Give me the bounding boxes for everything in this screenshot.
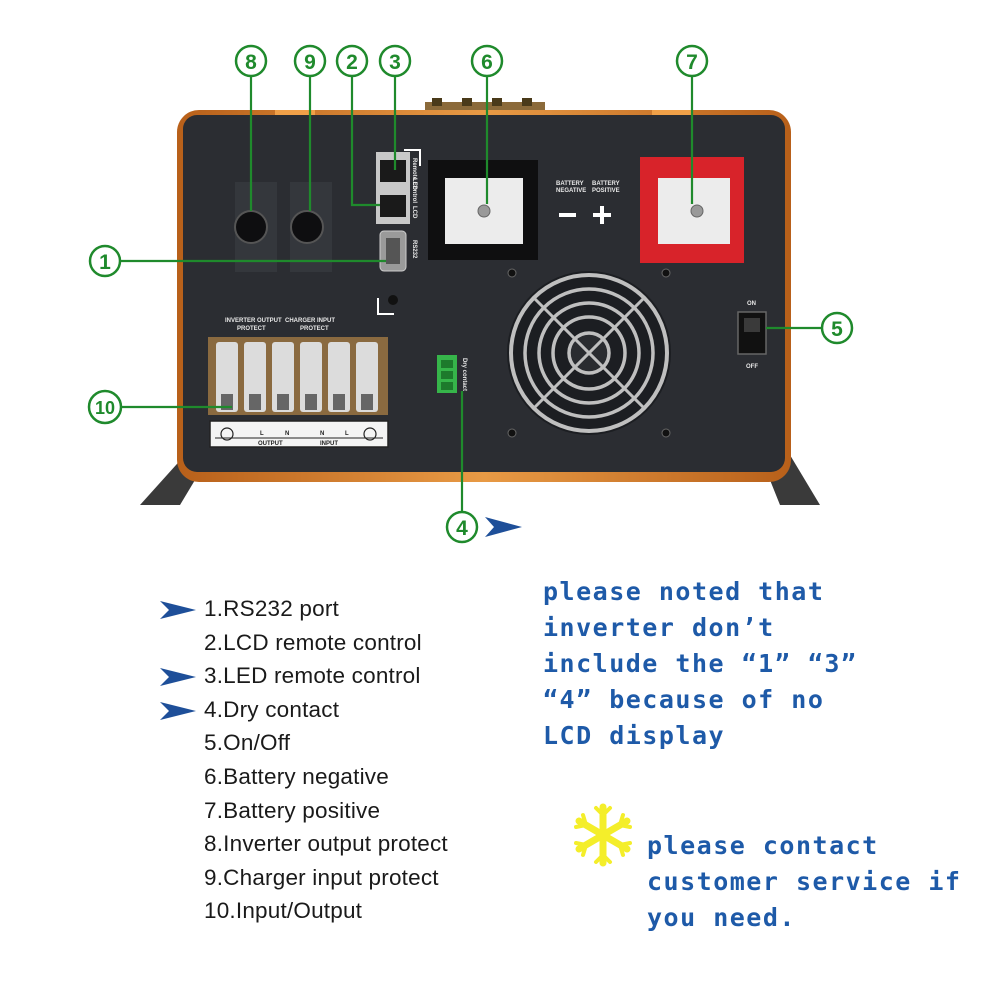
- contact-note: please contact customer service if you n…: [647, 828, 997, 936]
- note-line: “4” because of no: [543, 685, 825, 714]
- legend-text: 5.On/Off: [204, 730, 291, 756]
- arrow-icon: [160, 668, 196, 687]
- led-label: LED: [411, 178, 417, 191]
- inverter-diagram: Remote Control LED LCD RS232 BATTERY NEG…: [87, 44, 854, 544]
- svg-text:5: 5: [831, 318, 843, 341]
- input-label: INPUT: [320, 441, 338, 447]
- legend-text: 7.Battery positive: [204, 797, 381, 823]
- callout-5: 5: [820, 311, 854, 345]
- lcd-note: please noted that inverter don’t include…: [543, 574, 963, 754]
- svg-text:7: 7: [686, 51, 698, 74]
- legend-item: 3.LED remote control: [160, 661, 530, 695]
- callout-4: 4: [445, 510, 479, 544]
- on-label: ON: [747, 301, 756, 307]
- legend-item: 5.On/Off: [160, 728, 530, 762]
- inverter-output-label: INVERTER OUTPUT: [225, 318, 282, 324]
- component-legend: 1.RS232 port 2.LCD remote control 3.LED …: [160, 594, 530, 930]
- snowflake-icon: [574, 803, 632, 867]
- svg-text:1: 1: [99, 251, 111, 274]
- output-n-label: N: [285, 431, 289, 437]
- callout-3: 3: [378, 44, 412, 78]
- battery-positive-label-1: BATTERY: [592, 181, 620, 187]
- legend-text: 9.Charger input protect: [204, 864, 439, 890]
- charger-input-label: CHARGER INPUT: [285, 318, 335, 324]
- svg-text:4: 4: [456, 517, 468, 540]
- legend-item: 4.Dry contact: [160, 695, 530, 729]
- callout-4-arrow-icon: [485, 517, 522, 537]
- battery-negative-label-1: BATTERY: [556, 181, 584, 187]
- legend-item: 1.RS232 port: [160, 594, 530, 628]
- breaker-9[interactable]: [290, 210, 324, 244]
- contact-line: please contact: [647, 831, 879, 860]
- io-label-strip: [209, 420, 389, 448]
- callout-6: 6: [470, 44, 504, 78]
- svg-text:10: 10: [95, 398, 115, 418]
- output-l-label: L: [260, 431, 264, 437]
- svg-text:3: 3: [389, 51, 401, 74]
- svg-text:8: 8: [245, 51, 257, 74]
- remote-control-label: Remote Control: [411, 158, 417, 203]
- note-line: LCD display: [543, 721, 726, 750]
- cooling-fan: [507, 268, 671, 438]
- svg-text:6: 6: [481, 51, 493, 74]
- terminal-screws: [216, 342, 378, 412]
- legend-text: 8.Inverter output protect: [204, 831, 448, 857]
- legend-item: 7.Battery positive: [160, 796, 530, 830]
- battery-negative-label-2: NEGATIVE: [556, 188, 586, 194]
- output-label: OUTPUT: [258, 441, 283, 447]
- svg-text:2: 2: [346, 51, 358, 74]
- battery-positive-label-2: POSITIVE: [592, 188, 620, 194]
- rs232-label: RS232: [411, 240, 417, 259]
- minus-sign: [559, 213, 576, 217]
- note-line: please noted that: [543, 577, 825, 606]
- legend-item: 9.Charger input protect: [160, 863, 530, 897]
- callout-1: 1: [88, 244, 122, 278]
- legend-text: 3.LED remote control: [204, 663, 421, 689]
- note-line: inverter don’t: [543, 613, 775, 642]
- led-remote-port[interactable]: [380, 160, 406, 182]
- arrow-icon: [160, 601, 196, 619]
- leader-lines: [120, 76, 822, 511]
- legend-text: 2.LCD remote control: [204, 629, 422, 655]
- off-label: OFF: [746, 364, 758, 370]
- breaker-8[interactable]: [234, 210, 268, 244]
- input-n-label: N: [320, 431, 324, 437]
- callout-7: 7: [675, 44, 709, 78]
- legend-item: 6.Battery negative: [160, 762, 530, 796]
- lcd-remote-port[interactable]: [380, 195, 406, 217]
- note-line: include the “1” “3”: [543, 649, 858, 678]
- dry-contact-label: Dry contact: [461, 358, 467, 391]
- legend-item: 2.LCD remote control: [160, 628, 530, 662]
- legend-text: 10.Input/Output: [204, 898, 363, 924]
- arrow-icon: [160, 701, 196, 720]
- callout-2: 2: [335, 44, 369, 78]
- input-l-label: L: [345, 431, 349, 437]
- lcd-label: LCD: [411, 206, 417, 219]
- callout-8: 8: [234, 44, 268, 78]
- legend-text: 4.Dry contact: [204, 696, 340, 722]
- contact-line: customer service if: [647, 867, 962, 896]
- legend-item: 8.Inverter output protect: [160, 829, 530, 863]
- charger-protect-label: PROTECT: [300, 326, 329, 332]
- contact-line: you need.: [647, 903, 796, 932]
- svg-text:9: 9: [304, 51, 316, 74]
- legend-text: 1.RS232 port: [204, 596, 339, 621]
- inverter-protect-label: PROTECT: [237, 326, 266, 332]
- callout-9: 9: [293, 44, 327, 78]
- legend-item: 10.Input/Output: [160, 896, 530, 930]
- legend-text: 6.Battery negative: [204, 763, 389, 789]
- callout-10: 10: [87, 389, 123, 425]
